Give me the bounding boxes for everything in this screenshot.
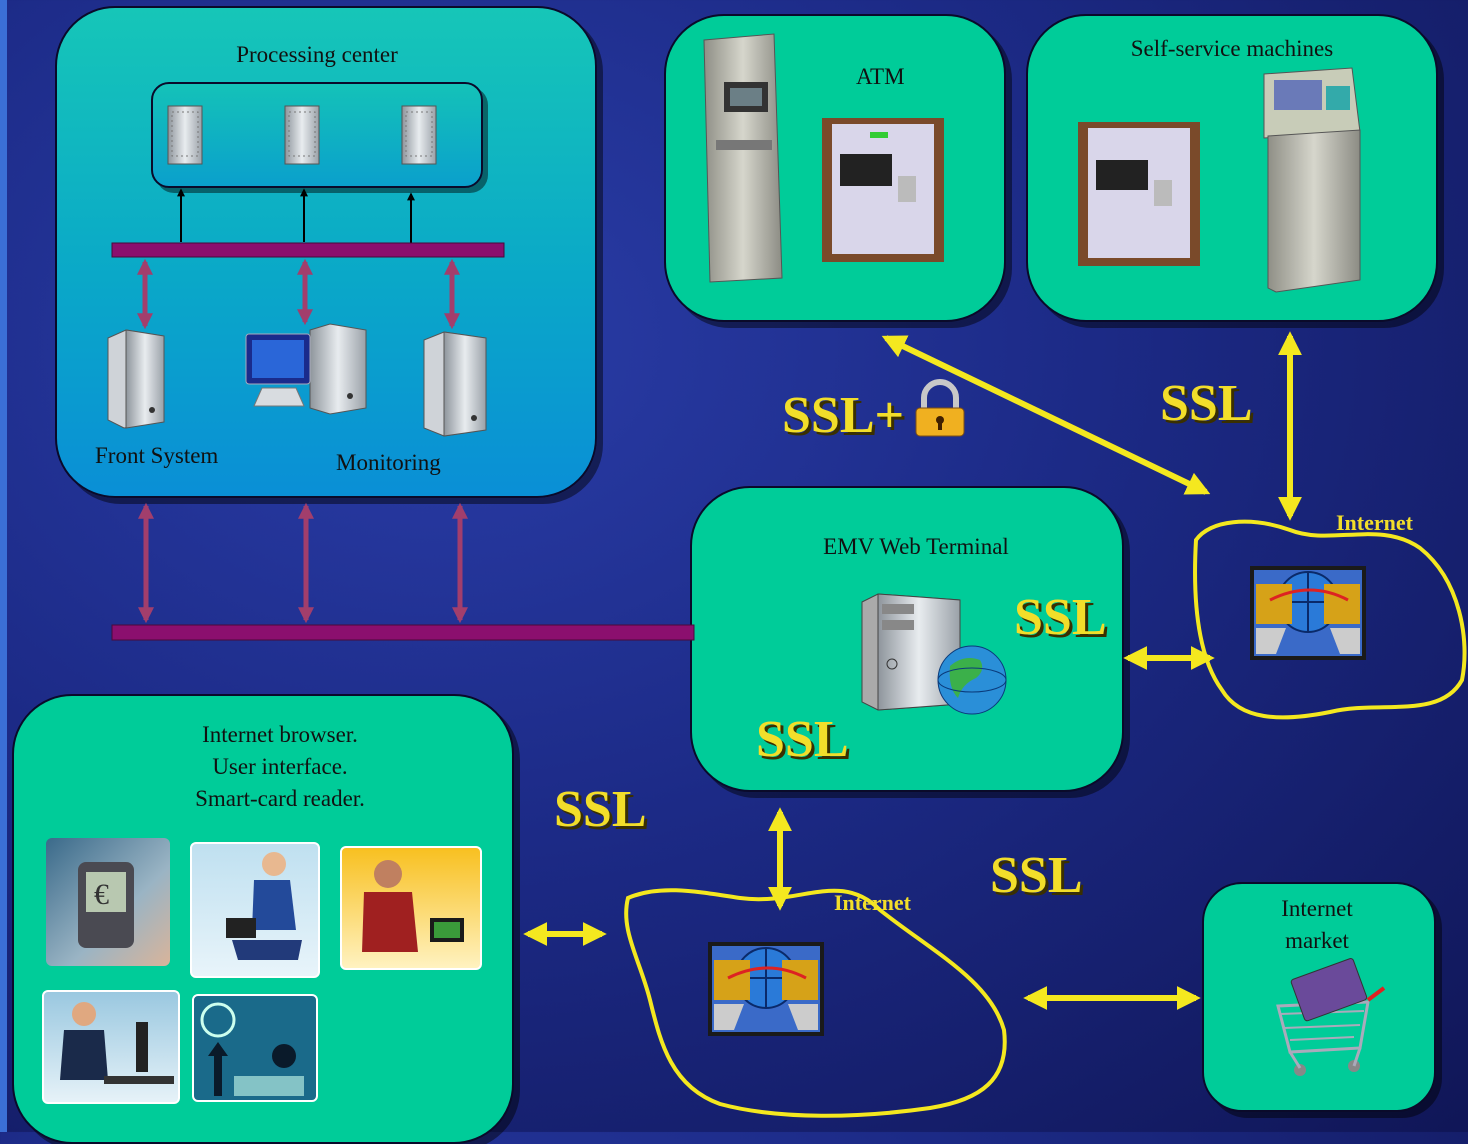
self-service-kiosk-icon xyxy=(1263,67,1361,293)
padlock-icon xyxy=(915,379,965,437)
emv-title: EMV Web Terminal xyxy=(823,534,1009,559)
processing-center-title: Processing center xyxy=(236,42,398,67)
ssl-self-service-label: SSL xyxy=(1160,375,1253,432)
self-service-title: Self-service machines xyxy=(1130,36,1334,61)
ssl-atm-label: SSL+ xyxy=(782,387,905,444)
left-edge-bar xyxy=(0,0,7,1132)
monitoring-server-icon xyxy=(423,331,487,437)
internal-bus xyxy=(111,242,505,258)
coffee-laptop-picture xyxy=(340,846,482,970)
browser-line-1: Internet browser. xyxy=(202,722,358,747)
globe-icon xyxy=(937,645,1007,715)
internal-uplinks xyxy=(177,188,415,252)
internet-label-top: Internet xyxy=(1336,510,1413,535)
shopping-cart-icon xyxy=(1276,958,1386,1076)
front-system-label: Front System xyxy=(95,443,219,468)
market-line-1: Internet xyxy=(1281,896,1353,921)
browser-line-2: User interface. xyxy=(212,754,348,779)
bus-connectors-internal xyxy=(136,258,461,330)
ssl-connectors xyxy=(523,331,1302,1010)
svg-text:€: € xyxy=(94,878,109,911)
rack-server-icon-2 xyxy=(284,105,320,165)
internet-user-picture xyxy=(192,994,318,1102)
wall-atm-icon xyxy=(1078,122,1200,266)
ssl-emv-left-label: SSL xyxy=(756,711,849,768)
pda-euro-picture: € xyxy=(46,838,170,966)
monitoring-label: Monitoring xyxy=(336,450,441,475)
atm-standalone-icon xyxy=(703,33,783,283)
ssl-browser-label: SSL xyxy=(554,781,647,838)
market-line-2: market xyxy=(1285,928,1349,953)
internet-network-icon-bottom xyxy=(708,942,824,1036)
laptop-businessman-picture xyxy=(190,842,320,978)
ssl-emv-right-label: SSL xyxy=(1014,589,1107,646)
self-service-box: Self-service machines xyxy=(1026,14,1438,322)
monitoring-workstation-icon xyxy=(245,323,367,415)
browser-line-3: Smart-card reader. xyxy=(195,786,365,811)
internet-label-bottom: Internet xyxy=(834,890,911,915)
internet-network-icon-top xyxy=(1250,566,1366,660)
main-bus xyxy=(111,624,695,641)
atm-wall-icon xyxy=(822,118,944,262)
internet-cloud-top-outline xyxy=(1193,519,1467,720)
desk-worker-picture xyxy=(42,990,180,1104)
atm-title: ATM xyxy=(856,64,905,89)
bus-connectors-external xyxy=(137,502,469,624)
rack-server-icon-3 xyxy=(401,105,437,165)
front-system-server-icon xyxy=(107,329,165,429)
ssl-market-label: SSL xyxy=(990,847,1083,904)
rack-server-icon-1 xyxy=(167,105,203,165)
emv-web-terminal-box: EMV Web Terminal xyxy=(690,486,1124,792)
